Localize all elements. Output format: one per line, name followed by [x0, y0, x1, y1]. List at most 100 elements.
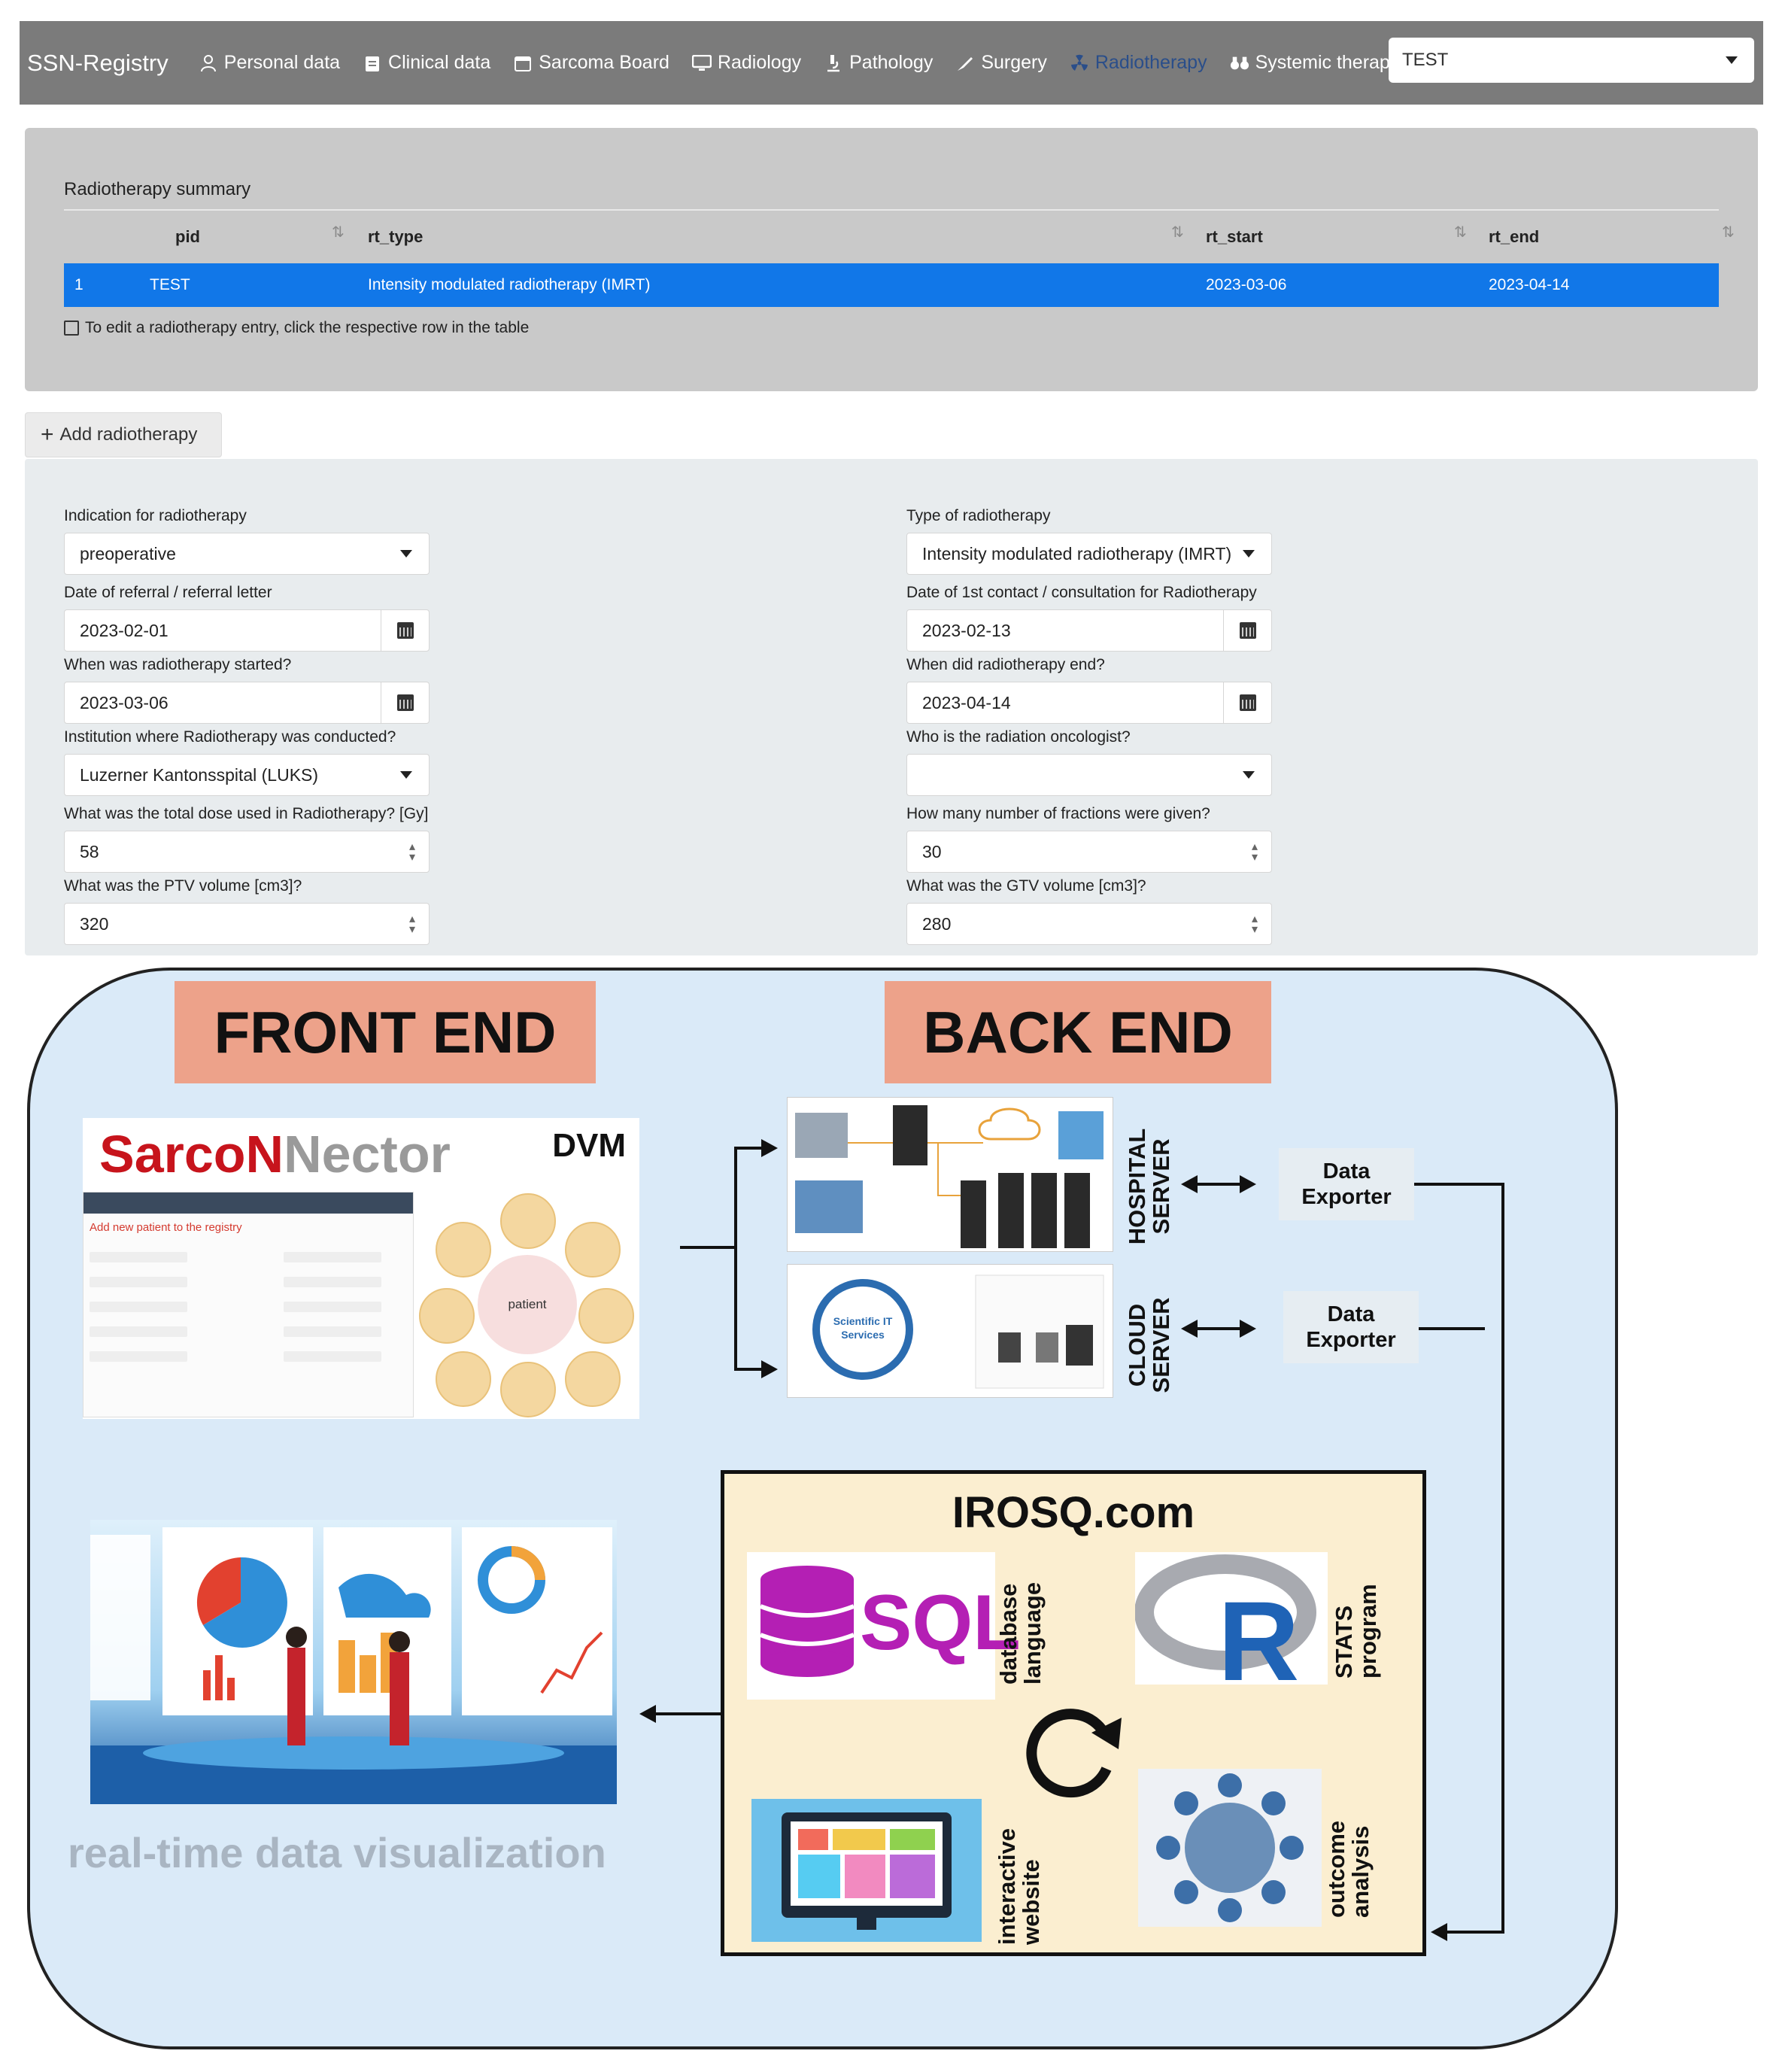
nav-clinical-data[interactable]: Clinical data	[363, 52, 490, 74]
calendar-button[interactable]	[381, 682, 429, 723]
oncologist-select[interactable]	[906, 754, 1272, 796]
total-dose-label: What was the total dose used in Radiothe…	[64, 805, 429, 822]
calendar-button[interactable]	[1223, 682, 1271, 723]
total-dose-input[interactable]: 58 ▴▾	[64, 831, 430, 873]
chevron-down-icon	[1726, 56, 1738, 64]
arrow-head	[1431, 1923, 1447, 1941]
ptv-volume-label: What was the PTV volume [cm3]?	[64, 877, 302, 895]
column-header-pid[interactable]: pid	[175, 227, 200, 246]
sarconnector-screenshot: SarcoNNector DVM Add new patient to the …	[83, 1118, 639, 1419]
ended-label: When did radiotherapy end?	[906, 656, 1105, 673]
column-header-rt-type[interactable]: rt_type	[368, 227, 423, 246]
database-language-label: database language	[995, 1581, 1046, 1685]
edit-icon	[64, 321, 79, 336]
nav-label: Pathology	[849, 52, 934, 73]
type-select[interactable]: Intensity modulated radiotherapy (IMRT)	[906, 533, 1272, 575]
indication-select[interactable]: preoperative	[64, 533, 430, 575]
arrow-head	[639, 1705, 656, 1723]
label-line: language	[1019, 1581, 1046, 1685]
mini-field	[90, 1326, 187, 1337]
mini-field	[284, 1351, 381, 1362]
nav-personal-data[interactable]: Personal data	[199, 52, 340, 74]
brand-title[interactable]: SSN-Registry	[27, 49, 168, 76]
institution-value: Luzerner Kantonsspital (LUKS)	[80, 764, 319, 785]
nav-label: Radiology	[717, 52, 802, 73]
svg-text:Services: Services	[841, 1329, 885, 1341]
nav-label: Sarcoma Board	[539, 52, 669, 73]
nav-systemic-therapy[interactable]: Systemic therapy	[1230, 52, 1399, 74]
interactive-website-tile	[751, 1799, 982, 1942]
label-line: program	[1355, 1584, 1381, 1679]
top-navbar: SSN-Registry Personal data Clinical data…	[20, 21, 1763, 105]
calendar-button[interactable]	[1223, 610, 1271, 651]
nav-radiology[interactable]: Radiology	[691, 52, 802, 74]
referral-date-input[interactable]: 2023-02-01	[64, 609, 430, 652]
total-dose-value: 58	[80, 841, 99, 861]
hospital-server-image	[787, 1097, 1113, 1252]
cell-rt-start: 2023-03-06	[1206, 276, 1287, 293]
nav-pathology[interactable]: Pathology	[824, 52, 933, 74]
irosq-box: IROSQ.com SQL database language R STATS …	[721, 1470, 1426, 1956]
arrow-head	[1240, 1175, 1256, 1193]
label-line: STATS	[1331, 1605, 1357, 1679]
arrow-head	[761, 1360, 778, 1378]
mini-registry-form: Add new patient to the registry	[83, 1192, 414, 1417]
column-header-rt-start[interactable]: rt_start	[1206, 227, 1263, 246]
petal	[500, 1193, 556, 1249]
nav-surgery[interactable]: Surgery	[955, 52, 1047, 74]
fractions-label: How many number of fractions were given?	[906, 805, 1210, 822]
petal	[565, 1351, 621, 1407]
ended-date-input[interactable]: 2023-04-14	[906, 682, 1272, 724]
stepper-icon[interactable]: ▴▾	[1251, 913, 1258, 936]
first-contact-label: Date of 1st contact / consultation for R…	[906, 584, 1257, 601]
nav-radiotherapy[interactable]: Radiotherapy	[1070, 52, 1207, 74]
ptv-volume-value: 320	[80, 913, 109, 934]
chevron-down-icon	[400, 550, 412, 557]
irosq-title: IROSQ.com	[952, 1488, 1195, 1537]
institution-select[interactable]: Luzerner Kantonsspital (LUKS)	[64, 754, 430, 796]
calendar-button[interactable]	[381, 610, 429, 651]
stepper-icon[interactable]: ▴▾	[408, 840, 415, 864]
calendar-icon	[396, 622, 414, 639]
connector-line	[1447, 1931, 1504, 1934]
label-line: HOSPITAL	[1124, 1128, 1150, 1245]
scalpel-icon	[955, 53, 975, 73]
table-header: pid ⇅ rt_type ⇅ rt_start ⇅ rt_end ⇅	[64, 209, 1735, 254]
mini-field	[90, 1351, 187, 1362]
label-line: Exporter	[1306, 1328, 1396, 1352]
fractions-input[interactable]: 30 ▴▾	[906, 831, 1272, 873]
table-row[interactable]: 1 TEST Intensity modulated radiotherapy …	[64, 263, 1719, 307]
label-line: Data	[1327, 1302, 1375, 1326]
cycle-icon	[1026, 1709, 1122, 1798]
nav-sarcoma-board[interactable]: Sarcoma Board	[513, 52, 669, 74]
r-logo-tile: R	[1134, 1552, 1328, 1704]
column-header-rt-end[interactable]: rt_end	[1489, 227, 1540, 246]
label-line: CLOUD	[1124, 1303, 1150, 1387]
connector-line	[734, 1147, 737, 1371]
gtv-volume-label: What was the GTV volume [cm3]?	[906, 877, 1146, 895]
mini-field	[90, 1277, 187, 1287]
sort-icon[interactable]: ⇅	[1454, 224, 1467, 241]
patient-flower-diagram: patient	[417, 1192, 637, 1417]
sort-icon[interactable]: ⇅	[332, 224, 345, 241]
arrow-head	[1240, 1320, 1256, 1338]
started-date-input[interactable]: 2023-03-06	[64, 682, 430, 724]
label-line: SERVER	[1148, 1138, 1174, 1235]
ptv-volume-input[interactable]: 320 ▴▾	[64, 903, 430, 945]
sort-icon[interactable]: ⇅	[1171, 224, 1184, 241]
petal	[419, 1288, 475, 1344]
front-end-title: FRONT END	[175, 981, 596, 1083]
label-line: Data	[1322, 1159, 1371, 1183]
gtv-volume-input[interactable]: 280 ▴▾	[906, 903, 1272, 945]
add-radiotherapy-button[interactable]: + Add radiotherapy	[25, 412, 222, 457]
stepper-icon[interactable]: ▴▾	[408, 913, 415, 936]
radiotherapy-summary-panel: Radiotherapy summary pid ⇅ rt_type ⇅ rt_…	[25, 128, 1758, 391]
chevron-down-icon	[400, 771, 412, 779]
petal	[436, 1222, 491, 1278]
sort-icon[interactable]: ⇅	[1722, 224, 1735, 241]
patient-select[interactable]: TEST	[1389, 38, 1754, 83]
stepper-icon[interactable]: ▴▾	[1251, 840, 1258, 864]
first-contact-date-input[interactable]: 2023-02-13	[906, 609, 1272, 652]
petal	[565, 1222, 621, 1278]
summary-title: Radiotherapy summary	[64, 179, 251, 199]
